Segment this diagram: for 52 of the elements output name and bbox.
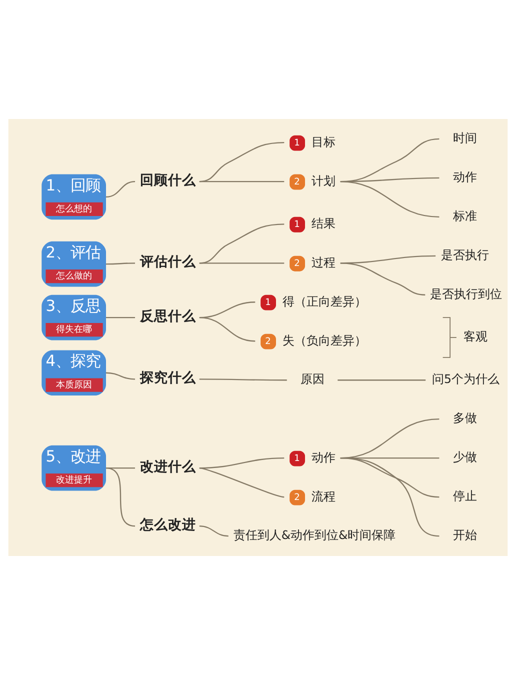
node-text: 开始 (452, 528, 477, 542)
node-text: 停止 (452, 489, 477, 504)
connector (106, 467, 136, 527)
node-text: 评估什么 (140, 254, 196, 270)
node-box: 3、反思 得失在哪 (42, 294, 106, 340)
connector (199, 224, 284, 264)
connector (199, 467, 284, 498)
connector (340, 458, 440, 498)
node-label: 得（正向差异） (282, 294, 366, 309)
node-box: 5、改进 改进提升 (42, 445, 106, 491)
node-text: 责任到人&动作到位&时间保障 (233, 528, 396, 542)
node-text: 改进什么 (140, 458, 196, 475)
node-box: 1、回顾 怎么想的 (42, 174, 106, 220)
label: 客观 (464, 330, 488, 344)
node-box: 4、探究 本质原因 (42, 350, 106, 396)
node-label: 动作 (311, 450, 336, 465)
connector (199, 180, 284, 182)
connector (199, 316, 256, 342)
node-box: 2、评估 怎么做的 (42, 241, 106, 287)
connector (199, 378, 287, 381)
node-text: 怎么改进 (140, 516, 196, 533)
connector (199, 142, 284, 182)
node-text: 原因 (300, 372, 324, 386)
node-text: 时间 (452, 131, 477, 146)
node-text: 探究什么 (140, 370, 196, 386)
connector (199, 526, 228, 537)
connector (199, 458, 284, 469)
node-text: 反思什么 (140, 308, 196, 324)
node-label: 结果 (311, 216, 336, 231)
node-label: 计划 (311, 174, 336, 188)
node-text: 是否执行 (441, 248, 490, 262)
node-text: 是否执行到位 (430, 286, 502, 301)
node-text: 多做 (452, 411, 477, 426)
connector (340, 262, 426, 296)
node-label: 过程 (311, 256, 336, 270)
node-text: 回顾什么 (140, 172, 196, 188)
connector (106, 180, 136, 198)
node-text: 问5个为什么 (432, 372, 500, 386)
node-label: 流程 (311, 490, 336, 504)
connector (106, 262, 136, 265)
connector (106, 467, 136, 469)
node-label: 目标 (311, 135, 336, 150)
node-text: 动作 (452, 170, 477, 184)
node-text: 标准 (452, 209, 477, 223)
connector (338, 380, 426, 381)
node-text: 少做 (452, 450, 477, 464)
connector (106, 372, 136, 380)
connector (106, 316, 136, 318)
node-label: 失（负向差异） (282, 334, 366, 348)
connector (199, 262, 284, 264)
connector (340, 458, 440, 537)
connector (340, 180, 440, 218)
